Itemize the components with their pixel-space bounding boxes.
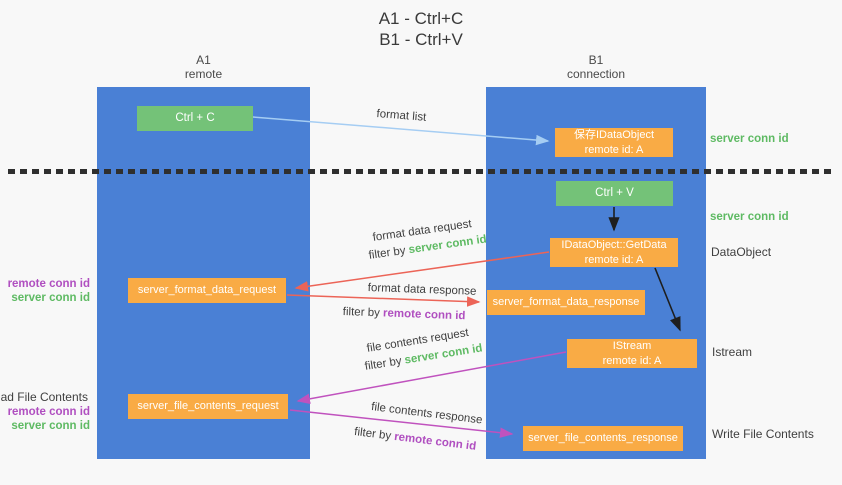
side-label-istream: Istream [712,345,753,359]
lifeline-header-left: A1 remote [97,53,310,82]
node-save-idataobject-line2: remote id: A [584,143,644,156]
side-label-server-conn-id-top: server conn id [710,133,789,145]
node-server-format-data-request: server_format_data_request [128,278,286,303]
node-ctrl-c-label: Ctrl + C [175,112,215,125]
lifeline-right-id: B1 [588,53,604,67]
side-label-server-conn-id-left-bottom: server conn id [11,420,90,432]
node-ctrl-v-label: Ctrl + V [595,187,634,200]
node-server-file-contents-response-label: server_file_contents_response [528,432,678,445]
node-istream-line2: remote id: A [602,354,662,367]
label-file-contents-response: file contents response [370,401,484,427]
side-label-remote-conn-id-bottom: remote conn id [7,406,90,418]
node-idataobject-getdata-line2: remote id: A [584,253,644,266]
label-filter-format-response: filter by remote conn id [343,306,466,322]
node-idataobject-getdata-line1: IDataObject::GetData [561,239,667,252]
label-format-list: format list [376,108,427,124]
node-server-format-data-response-label: server_format_data_response [492,296,640,309]
node-idataobject-getdata: IDataObject::GetData remote id: A [550,238,678,267]
side-label-server-conn-id-mid: server conn id [710,211,789,223]
lifeline-left-label: remote [184,66,223,81]
diagram-title-line2: B1 - Ctrl+V [379,30,463,50]
node-save-idataobject-line1: 保存IDataObject [573,129,655,142]
label-filter-format-response-prefix: filter by [342,306,384,320]
side-label-read-file-contents: Read File Contents [0,390,88,404]
node-istream-line1: IStream [612,340,652,353]
label-filter-file-response-prefix: filter by [353,426,395,443]
label-filter-file-request-prefix: filter by [364,354,406,373]
node-server-file-contents-response: server_file_contents_response [523,426,683,451]
node-istream: IStream remote id: A [567,339,697,368]
label-format-data-response: format data response [367,282,477,298]
node-server-format-data-request-label: server_format_data_request [137,284,277,297]
label-filter-format-request-prefix: filter by [368,244,410,262]
label-filter-file-response-key: remote conn id [393,430,477,453]
node-ctrl-v: Ctrl + V [556,181,673,206]
node-server-format-data-response: server_format_data_response [487,290,645,315]
label-filter-file-response: filter by remote conn id [354,426,477,453]
side-label-dataobject: DataObject [711,245,772,259]
side-label-remote-conn-id-top: remote conn id [7,278,90,290]
lifeline-right-label: connection [566,66,626,81]
node-server-file-contents-request: server_file_contents_request [128,394,288,419]
machine-boundary-dotted-line [8,169,834,174]
side-label-write-file-contents: Write File Contents [712,427,814,441]
label-filter-format-response-key: remote conn id [382,307,466,323]
node-ctrl-c: Ctrl + C [137,106,253,131]
diagram-title: A1 - Ctrl+C B1 - Ctrl+V [0,8,842,51]
side-label-server-conn-id-left-top: server conn id [11,292,90,304]
lifeline-left-id: A1 [196,53,211,67]
node-server-file-contents-request-label: server_file_contents_request [137,400,279,413]
node-save-idataobject: 保存IDataObject remote id: A [555,128,673,157]
diagram-title-line1: A1 - Ctrl+C [378,9,464,28]
lifeline-header-right: B1 connection [486,53,706,82]
